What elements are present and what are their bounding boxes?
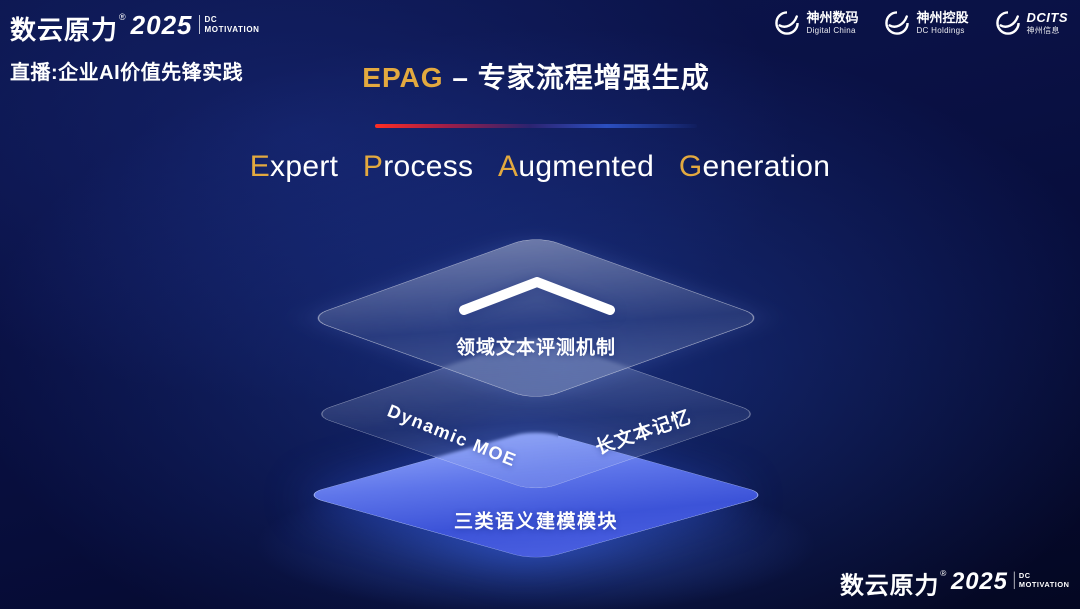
brand-year: 2025 bbox=[130, 10, 193, 40]
swoosh-logo-icon bbox=[775, 11, 800, 35]
main-title-word-rest: xpert bbox=[270, 150, 339, 183]
layer-bottom-label: 三类语义建模模块 bbox=[453, 511, 619, 533]
partner-name-cn: 神州数码 bbox=[806, 9, 859, 25]
brand-name: 数云原力 bbox=[840, 571, 940, 600]
partner-name-en: Digital China bbox=[806, 25, 856, 35]
partner-name-cn: 神州控股 bbox=[916, 9, 969, 25]
partner-logo-dcits: DCITS 神州信息 bbox=[995, 10, 1069, 36]
main-title-word-rest: eneration bbox=[702, 150, 831, 183]
brand-subtitle: DC MOTIVATION bbox=[198, 15, 260, 35]
slide-title-accent: EPAG bbox=[362, 62, 444, 93]
main-title-initial: G bbox=[678, 150, 703, 183]
brand-sub-top: DC bbox=[204, 15, 218, 24]
layer-top-label: 领域文本评测机制 bbox=[455, 337, 617, 359]
brand-sub-bottom: MOTIVATION bbox=[204, 24, 260, 34]
main-title-initial: P bbox=[362, 150, 384, 183]
swoosh-logo-icon bbox=[995, 11, 1020, 35]
slide-title-separator: – bbox=[443, 62, 478, 93]
chevron-up-icon bbox=[459, 277, 615, 315]
main-title-word: Augmented bbox=[498, 150, 654, 183]
brand-subtitle: DC MOTIVATION bbox=[1013, 571, 1070, 590]
main-title-word: Generation bbox=[679, 150, 830, 183]
main-title: Expert Process Augmented Generation bbox=[0, 150, 1080, 184]
partner-name-cn: DCITS bbox=[1026, 9, 1068, 25]
main-title-word: Expert bbox=[250, 150, 339, 183]
registered-mark-icon: ® bbox=[940, 568, 947, 578]
brand-sub-top: DC bbox=[1019, 571, 1032, 580]
brand-sub-bottom: MOTIVATION bbox=[1019, 580, 1070, 589]
main-title-initial: A bbox=[498, 150, 519, 183]
main-title-word-rest: ugmented bbox=[518, 150, 655, 183]
main-title-initial: E bbox=[249, 150, 271, 183]
registered-mark-icon: ® bbox=[119, 12, 126, 22]
brand-year: 2025 bbox=[951, 566, 1009, 595]
partner-logo-digital-china: 神州数码 Digital China bbox=[774, 10, 858, 36]
swoosh-logo-icon bbox=[885, 11, 910, 35]
slide-title-text: 专家流程增强生成 bbox=[477, 62, 710, 93]
slide-title: EPAG – 专家流程增强生成 bbox=[362, 56, 709, 96]
partner-name-en: 神州信息 bbox=[1026, 25, 1060, 35]
partner-logos: 神州数码 Digital China 神州控股 DC Holdings DCIT… bbox=[774, 10, 1068, 36]
partner-logo-dc-holdings: 神州控股 DC Holdings bbox=[884, 9, 969, 36]
brand-logo-bottom: 数云原力 ® 2025 DC MOTIVATION bbox=[840, 567, 1070, 601]
partner-name-en: DC Holdings bbox=[916, 25, 965, 35]
brand-logo-top: 数云原力 ® 2025 DC MOTIVATION bbox=[10, 10, 260, 47]
live-badge: 直播:企业AI价值先锋实践 bbox=[10, 62, 244, 84]
main-title-word-rest: rocess bbox=[383, 150, 474, 183]
gradient-divider bbox=[375, 124, 697, 128]
main-title-word: Process bbox=[363, 150, 473, 183]
brand-name: 数云原力 bbox=[10, 15, 119, 45]
layer-top bbox=[305, 235, 767, 401]
